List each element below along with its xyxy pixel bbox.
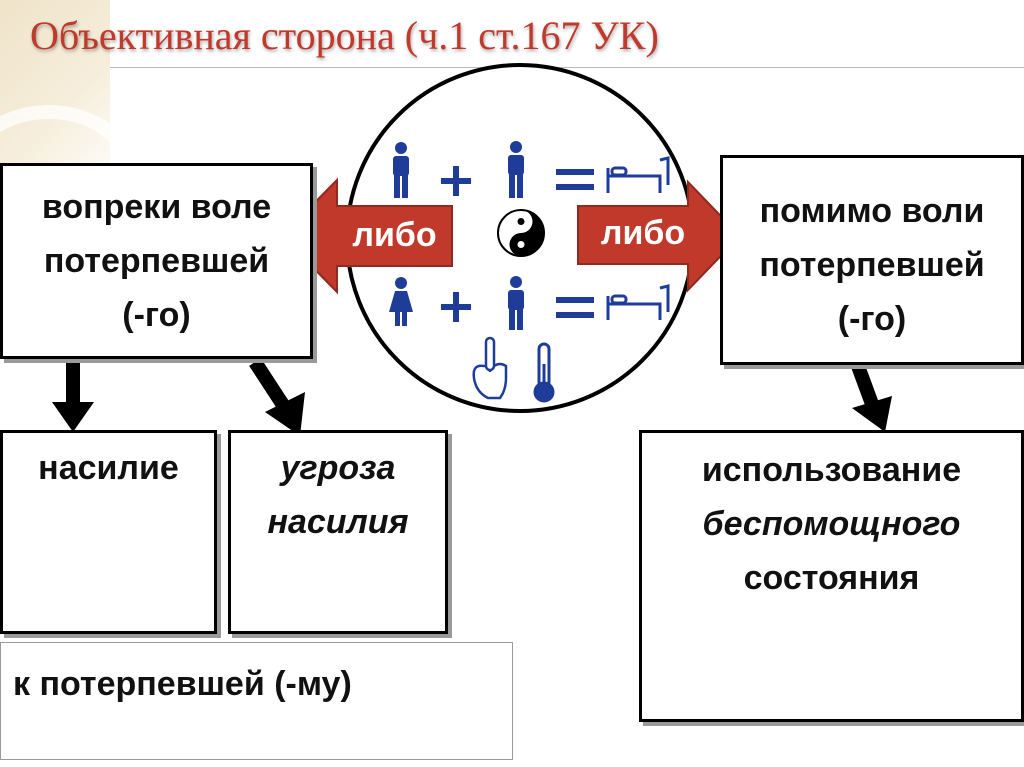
beyond-will-line-3: (-го): [837, 300, 907, 338]
threat-line-2: насилия: [267, 503, 409, 541]
helpless-line-2: беспомощного: [702, 505, 961, 543]
beyond-will-line-2: потерпевшей: [759, 246, 985, 284]
to-victim-label: к потерпевшей (-му): [13, 665, 352, 703]
against-will-line-1: вопреки воле: [41, 188, 272, 226]
equals-sign: [556, 297, 594, 318]
helpless-line-3: состояния: [743, 559, 920, 597]
helpless-line-1: использование: [701, 451, 962, 489]
arrow-right-either: [577, 179, 742, 293]
title-divider: [110, 67, 1024, 68]
page-title: Объективная сторона (ч.1 ст.167 УК): [30, 13, 659, 58]
arrow-right-to-helpless: [851, 363, 892, 432]
beyond-will-box: помимо воли потерпевшей (-го): [720, 155, 1024, 365]
against-will-line-3: (-го): [122, 296, 191, 334]
plus-sign: [441, 166, 471, 196]
bed-icon: [606, 156, 670, 193]
plus-sign: [441, 292, 471, 322]
finger-icon: [472, 336, 508, 400]
helpless-state-box: использование беспомощного состояния: [639, 430, 1024, 722]
equals-sign: [556, 169, 594, 190]
man-icon: [393, 142, 409, 198]
against-will-line-2: потерпевшей: [43, 242, 270, 280]
against-will-box: вопреки воле потерпевшей (-го): [0, 163, 313, 359]
threat-box: угроза насилия: [228, 430, 448, 634]
beyond-will-line-1: помимо воли: [759, 192, 985, 230]
arrow-right-label: либо: [600, 214, 686, 252]
arrow-left-to-violence: [52, 360, 94, 432]
violence-label: насилие: [38, 449, 179, 487]
woman-icon: [389, 277, 413, 326]
violence-box: насилие: [0, 430, 217, 634]
to-victim-box: к потерпевшей (-му): [0, 642, 513, 760]
arrow-left-label: либо: [352, 216, 437, 254]
man-icon: [508, 276, 524, 330]
bed-icon: [606, 284, 670, 320]
thermometer-icon: [533, 342, 555, 403]
yin-yang-icon: [497, 209, 545, 257]
threat-line-1: угроза: [280, 449, 396, 487]
arrow-left-either: [280, 177, 453, 295]
arrow-left-to-threat: [249, 358, 305, 436]
man-icon: [508, 141, 524, 198]
